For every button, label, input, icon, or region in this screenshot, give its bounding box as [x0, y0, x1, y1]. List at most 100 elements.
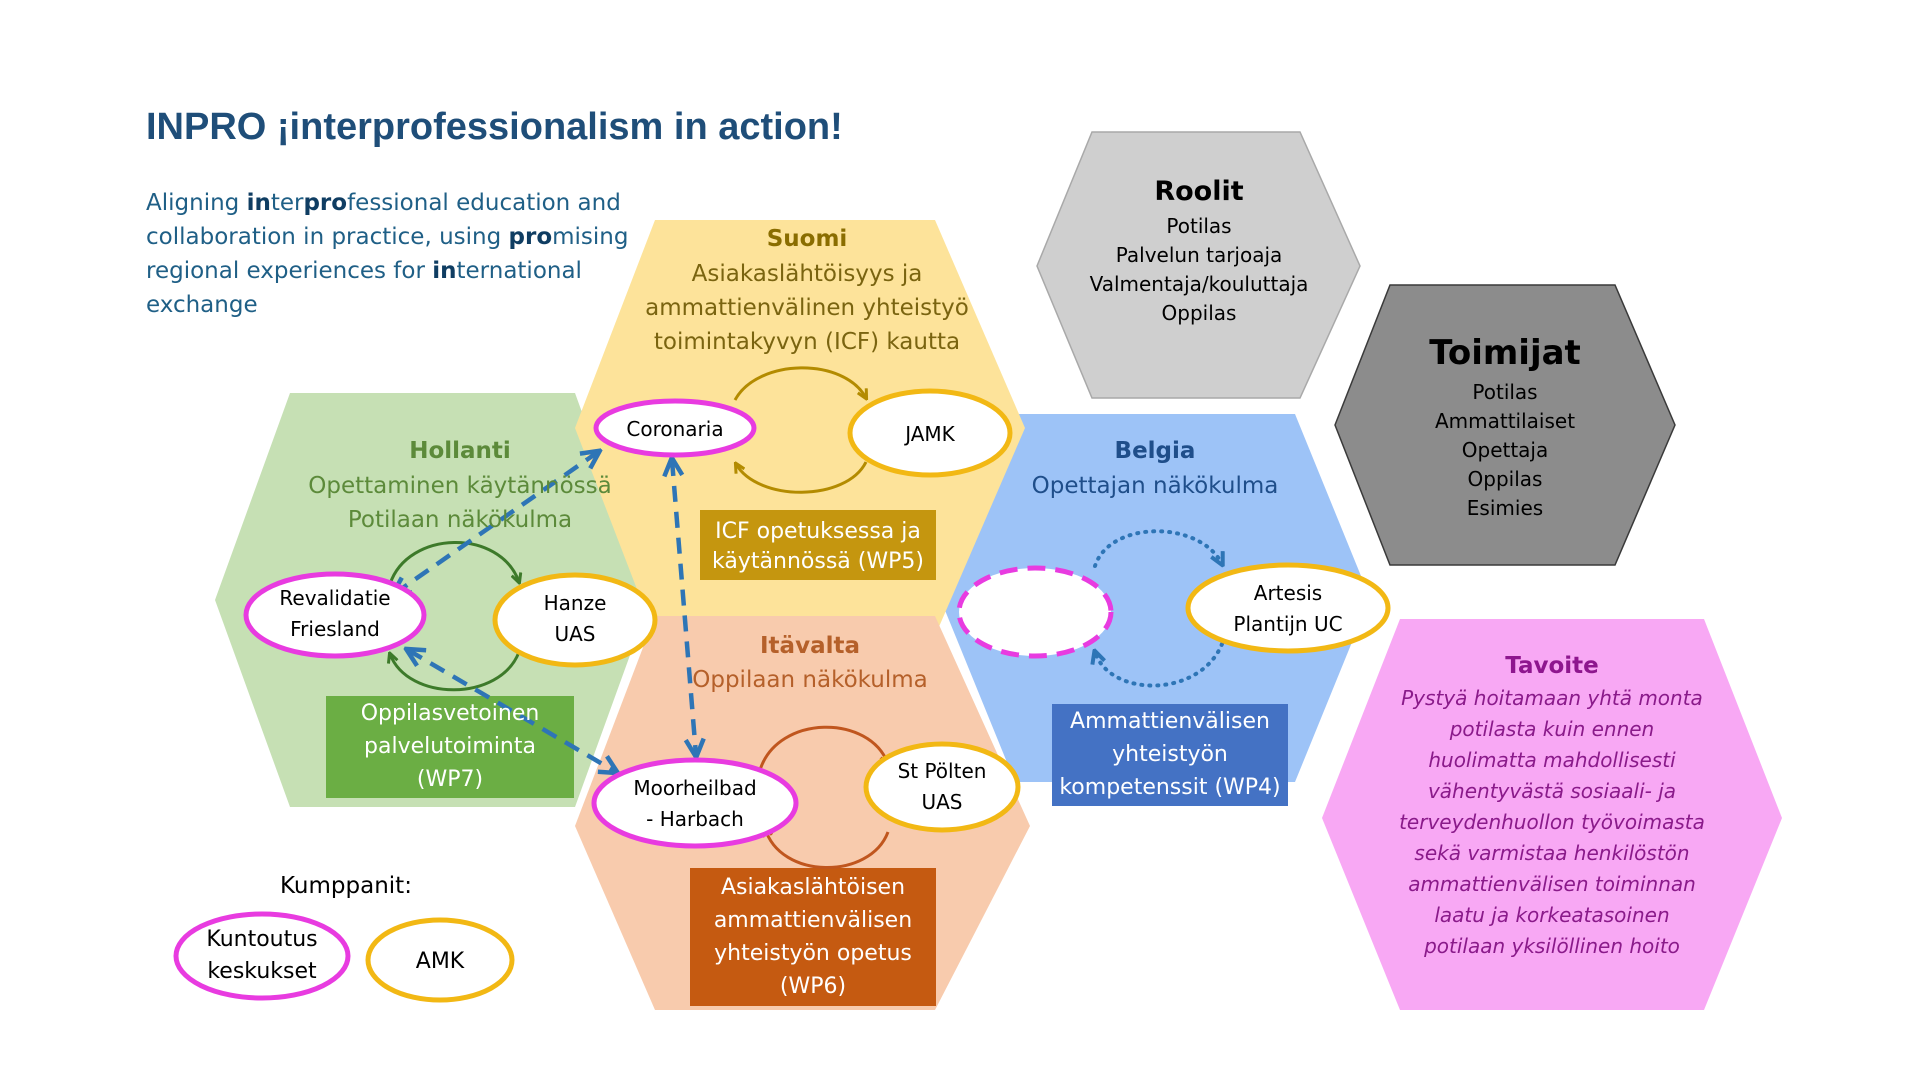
subtitle-part: fessional education and collaboration in…: [146, 190, 621, 250]
dashed-link-arrows: [394, 452, 696, 772]
suomi-cycle-arrows: [733, 366, 866, 494]
itavalta-wp-line: (WP6): [780, 974, 846, 999]
subtitle-part: ternational exchange: [146, 258, 582, 318]
suomi-text: Suomi Asiakaslähtöisyys ja ammattienväli…: [645, 226, 969, 355]
toimijat-line: Ammattilaiset: [1435, 409, 1575, 433]
subtitle-bold: pro: [303, 190, 348, 216]
toimijat-line: Esimies: [1467, 496, 1543, 520]
roolit-line: Oppilas: [1162, 301, 1237, 325]
roolit-text: Roolit Potilas Palvelun tarjoaja Valment…: [1090, 176, 1309, 325]
belgia-wp-box: [1052, 704, 1288, 806]
tavoite-hexagon: [1322, 619, 1782, 1010]
toimijat-line: Opettaja: [1462, 438, 1549, 462]
belgia-hexagon: [940, 414, 1370, 782]
itavalta-wp-line: Asiakaslähtöisen: [721, 875, 905, 900]
hollanti-wp-text: Oppilasvetoinen palvelutoiminta (WP7): [361, 701, 540, 792]
roolit-hexagon: [1036, 131, 1361, 399]
hollanti-line: Opettaminen käytännössä: [308, 473, 611, 499]
belgia-text: Belgia Opettajan näkökulma: [1032, 438, 1279, 499]
tavoite-line: huolimatta mahdollisesti: [1428, 748, 1676, 772]
suomi-line: Asiakaslähtöisyys ja: [692, 261, 923, 287]
belgia-line: Opettajan näkökulma: [1032, 473, 1279, 499]
belgia-wp-line: kompetenssit (WP4): [1059, 775, 1280, 800]
tavoite-line: terveydenhuollon työvoimasta: [1399, 810, 1705, 834]
belgia-wp-line: Ammattienvälisen: [1070, 709, 1270, 734]
stpolten-label: UAS: [921, 790, 962, 814]
toimijat-text: Toimijat Potilas Ammattilaiset Opettaja …: [1429, 333, 1581, 520]
tavoite-line: ammattienvälisen toiminnan: [1408, 872, 1696, 896]
subtitle-bold: in: [246, 190, 271, 216]
belgia-cycle-arrows: [1095, 529, 1222, 688]
suomi-wp-box: [700, 510, 936, 580]
itavalta-wp-box: [690, 868, 936, 1006]
tavoite-line: Pystyä hoitamaan yhtä monta: [1401, 686, 1703, 710]
toimijat-line: Oppilas: [1468, 467, 1543, 491]
legend-title: Kumppanit:: [280, 873, 412, 899]
stpolten-ring: [863, 741, 1021, 833]
hanze-ring: [492, 572, 658, 668]
roolit-line: Potilas: [1166, 214, 1231, 238]
itavalta-wp-line: ammattienvälisen: [714, 908, 912, 933]
page-subtitle: Aligning interprofessional education and…: [146, 186, 646, 322]
itavalta-heading: Itävalta: [760, 633, 860, 659]
toimijat-heading: Toimijat: [1429, 333, 1581, 373]
belgia-heading: Belgia: [1115, 438, 1196, 464]
toimijat-hexagon: [1334, 284, 1676, 566]
belgia-wp-text: Ammattienvälisen yhteistyön kompetenssit…: [1059, 709, 1280, 800]
revalidatie-ring: [243, 571, 427, 659]
hollanti-wp-line: Oppilasvetoinen: [361, 701, 540, 726]
legend-uas-label: AMK: [416, 949, 465, 974]
hollanti-wp-line: palvelutoiminta: [364, 734, 536, 759]
hanze-label: Hanze: [544, 591, 607, 615]
itavalta-wp-line: yhteistyön opetus: [714, 941, 912, 966]
hollanti-wp-line: (WP7): [417, 767, 483, 792]
page-title: INPRO ¡interprofessionalism in action!: [146, 106, 843, 148]
suomi-wp-line: ICF opetuksessa ja: [715, 519, 921, 544]
tavoite-line: potilaan yksilöllinen hoito: [1423, 934, 1680, 958]
suomi-line: ammattienvälinen yhteistyö: [645, 295, 969, 321]
tavoite-line: laatu ja korkeatasoinen: [1434, 903, 1669, 927]
belgia-wp-line: yhteistyön: [1112, 742, 1228, 767]
subtitle-part: Aligning: [146, 190, 247, 216]
tavoite-line: potilasta kuin ennen: [1449, 717, 1655, 741]
subtitle-bold: pro: [508, 224, 553, 250]
tavoite-text: Tavoite Pystyä hoitamaan yhtä monta poti…: [1399, 653, 1705, 958]
hanze-label: UAS: [554, 622, 595, 646]
coronaria-label: Coronaria: [626, 417, 723, 441]
suomi-heading: Suomi: [767, 226, 848, 252]
roolit-line: Palvelun tarjoaja: [1116, 243, 1283, 267]
subtitle-bold: in: [432, 258, 457, 284]
moorheilbad-ring: [591, 757, 799, 849]
legend-rehab-ring: [173, 911, 351, 1001]
legend-rehab-label: Kuntoutus: [206, 927, 317, 952]
coronaria-ring: [593, 398, 757, 458]
itavalta-text: Itävalta Oppilaan näkökulma: [692, 633, 927, 693]
artesis-label: Artesis: [1254, 581, 1322, 605]
moorheilbad-label: - Harbach: [646, 807, 744, 831]
subtitle-part: mising regional experiences for: [146, 224, 629, 284]
itavalta-cycle-arrows: [758, 725, 888, 869]
suomi-wp-line: käytännössä (WP5): [712, 549, 924, 574]
legend-uas-ring: [365, 917, 515, 1003]
hollanti-line: Potilaan näkökulma: [348, 507, 572, 533]
belgia-empty-ring: [956, 565, 1114, 659]
roolit-line: Valmentaja/kouluttaja: [1090, 272, 1309, 296]
jamk-ring: [847, 388, 1013, 478]
tavoite-heading: Tavoite: [1505, 653, 1599, 679]
roolit-heading: Roolit: [1154, 176, 1243, 207]
artesis-label: Plantijn UC: [1233, 612, 1342, 636]
revalidatie-label: Friesland: [290, 617, 380, 641]
tavoite-line: vähentyvästä sosiaali- ja: [1428, 779, 1676, 803]
itavalta-wp-text: Asiakaslähtöisen ammattienvälisen yhteis…: [714, 875, 912, 999]
subtitle-part: ter: [270, 190, 304, 216]
hollanti-heading: Hollanti: [409, 438, 511, 464]
artesis-ring: [1185, 562, 1391, 654]
legend-rehab-label: keskukset: [207, 959, 317, 984]
tavoite-line: sekä varmistaa henkilöstön: [1414, 841, 1689, 865]
moorheilbad-label: Moorheilbad: [633, 776, 756, 800]
revalidatie-label: Revalidatie: [279, 586, 390, 610]
jamk-label: JAMK: [903, 422, 955, 446]
itavalta-line: Oppilaan näkökulma: [692, 667, 927, 693]
